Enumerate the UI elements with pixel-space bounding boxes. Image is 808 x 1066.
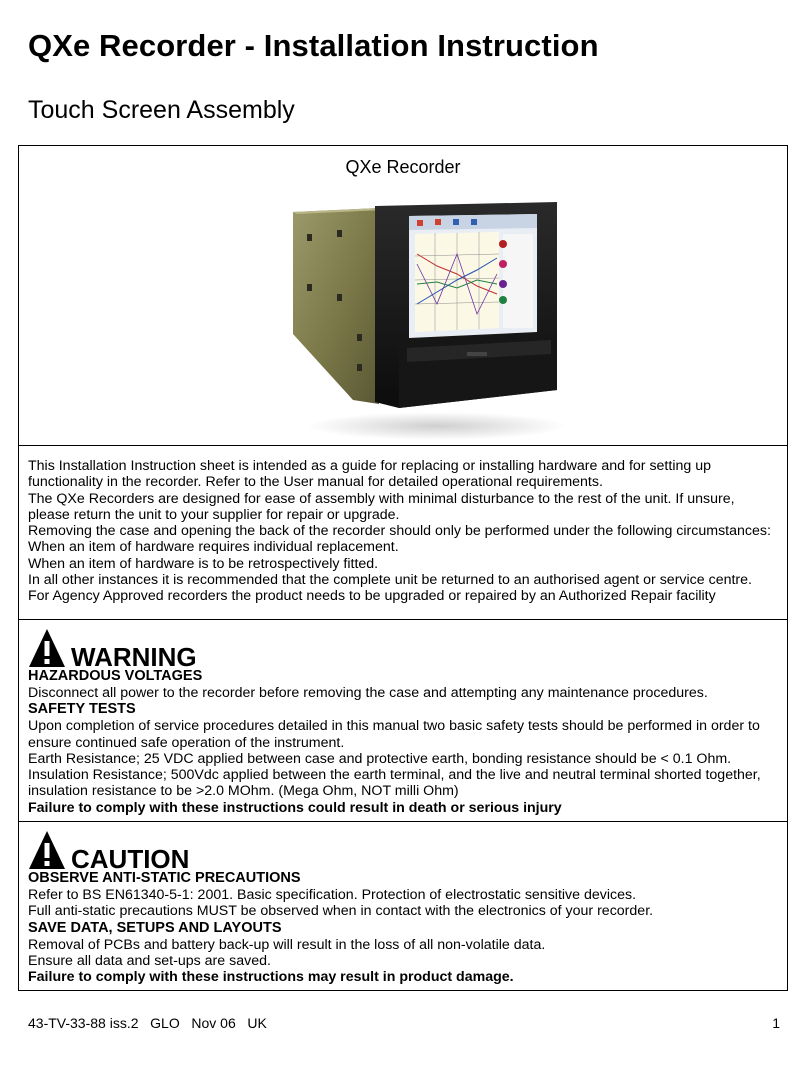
warning-box: WARNING HAZARDOUS VOLTAGES Disconnect al…: [18, 619, 788, 822]
safety-text: Upon completion of service procedures de…: [28, 718, 760, 751]
document-title: QXe Recorder - Installation Instruction: [28, 28, 599, 63]
save-data-text: Ensure all data and set-ups are saved.: [28, 952, 271, 969]
antistatic-heading: OBSERVE ANTI-STATIC PRECAUTIONS: [28, 870, 301, 886]
antistatic-text: Refer to BS EN61340-5-1: 2001. Basic spe…: [28, 887, 637, 903]
intro-paragraph: When an item of hardware requires indivi…: [28, 539, 399, 556]
caution-box: CAUTION OBSERVE ANTI-STATIC PRECAUTIONS …: [18, 821, 788, 991]
caution-title: CAUTION: [71, 844, 190, 874]
hazard-text: Disconnect all power to the recorder bef…: [28, 685, 708, 701]
intro-paragraph: Removing the case and opening the back o…: [28, 523, 771, 540]
antistatic-text: Full anti-static precautions MUST be obs…: [28, 903, 654, 920]
figure-caption: QXe Recorder: [345, 157, 461, 177]
safety-heading: SAFETY TESTS: [28, 701, 136, 718]
figure-box: QXe Recorder: [18, 145, 788, 446]
caution-triangle-icon: [29, 831, 65, 869]
intro-paragraph: For Agency Approved recorders the produc…: [28, 588, 716, 605]
intro-text: This Installation Instruction sheet is i…: [28, 458, 779, 605]
warning-failure-text: Failure to comply with these instruction…: [28, 799, 562, 816]
warning-title: WARNING: [71, 642, 197, 672]
intro-box: This Installation Instruction sheet is i…: [18, 445, 788, 620]
intro-paragraph: The QXe Recorders are designed for ease …: [28, 490, 735, 523]
document-reference: 43-TV-33-88 iss.2 GLO Nov 06 UK: [28, 1015, 267, 1031]
intro-paragraph: This Installation Instruction sheet is i…: [28, 458, 711, 491]
warning-triangle-icon: [29, 629, 65, 667]
intro-paragraph: In all other instances it is recommended…: [28, 572, 752, 589]
document-subtitle: Touch Screen Assembly: [28, 96, 295, 124]
caution-header: CAUTION: [28, 826, 779, 874]
safety-text: Earth Resistance; 25 VDC applied between…: [28, 750, 732, 767]
caution-failure-text: Failure to comply with these instruction…: [28, 969, 514, 986]
caution-notice: CAUTION OBSERVE ANTI-STATIC PRECAUTIONS …: [28, 826, 779, 985]
save-data-heading: SAVE DATA, SETUPS AND LAYOUTS: [28, 919, 282, 936]
page-number: 1: [772, 1015, 780, 1031]
hazard-heading: HAZARDOUS VOLTAGES: [28, 668, 203, 684]
warning-header: WARNING: [28, 624, 779, 672]
intro-paragraph: When an item of hardware is to be retros…: [28, 555, 379, 572]
recorder-photo: [293, 202, 567, 440]
safety-text: Insulation Resistance; 500Vdc applied be…: [28, 767, 761, 800]
save-data-text: Removal of PCBs and battery back-up will…: [28, 936, 546, 953]
warning-notice: WARNING HAZARDOUS VOLTAGES Disconnect al…: [28, 624, 779, 816]
